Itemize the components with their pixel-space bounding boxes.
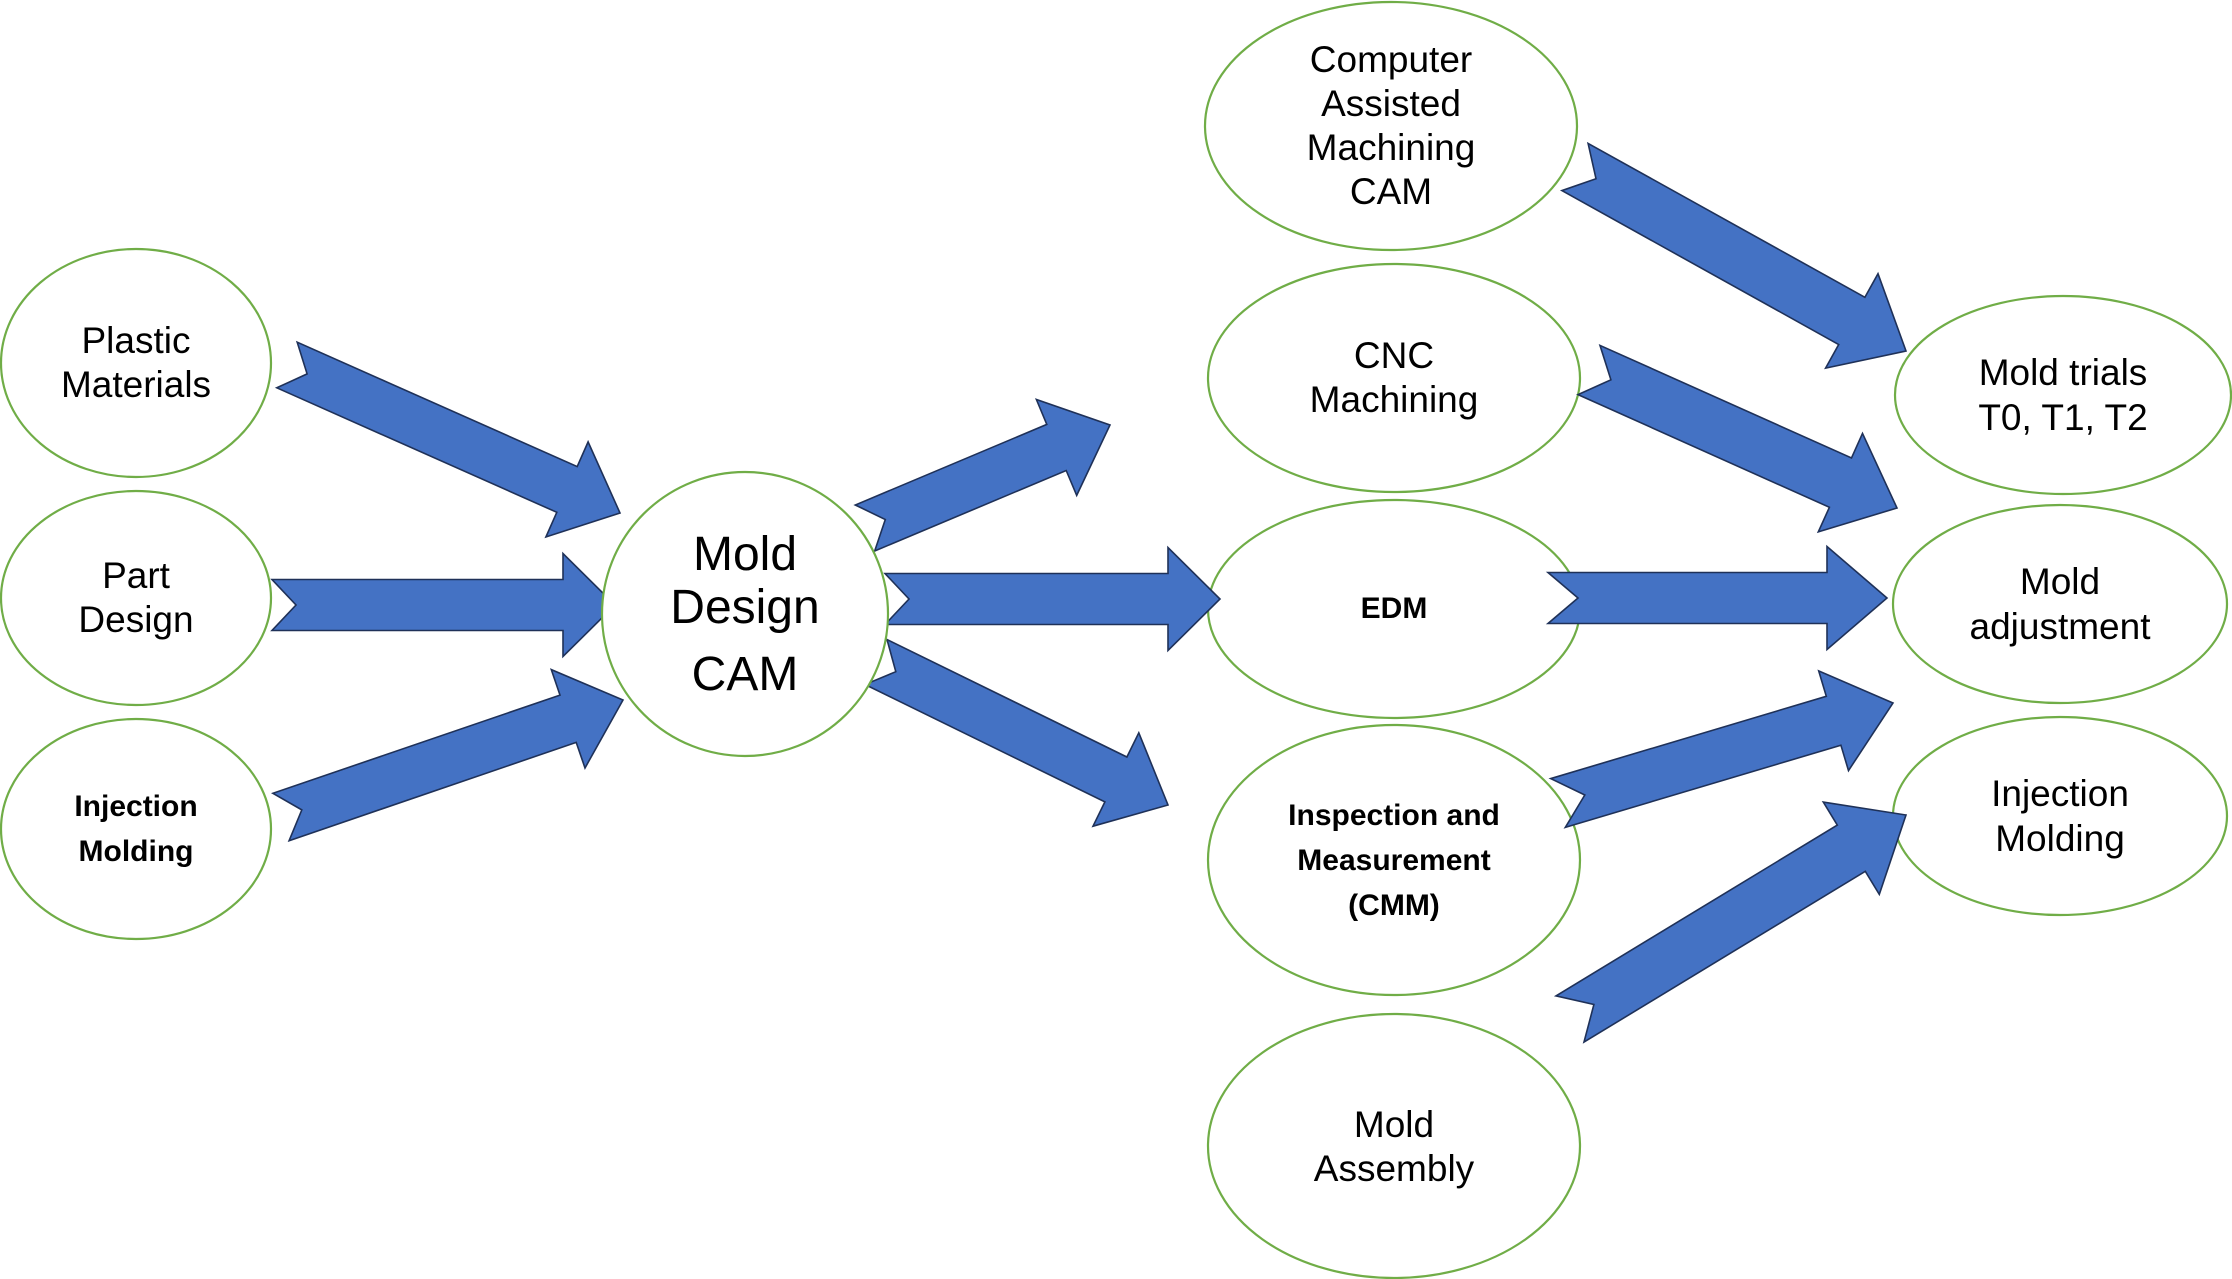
arrow-computer-assisted-machining-to-mold-trials bbox=[1559, 141, 1908, 370]
node-part-design bbox=[0, 489, 273, 707]
arrow-part-design-to-mold-design-cam bbox=[270, 551, 617, 659]
node-mold-trials bbox=[1893, 294, 2232, 496]
node-plastic-materials bbox=[0, 247, 273, 479]
arrow-injection-molding-input-to-mold-design-cam bbox=[270, 668, 625, 843]
arrow-plastic-materials-to-mold-design-cam bbox=[274, 340, 622, 539]
arrow-cnc-machining-to-mold-adjustment bbox=[1576, 343, 1899, 534]
arrow-mold-assembly-to-injection-molding-output bbox=[1553, 801, 1908, 1044]
node-injection-molding-output bbox=[1891, 715, 2229, 917]
arrow-mold-design-cam-to-next bbox=[863, 638, 1170, 828]
node-mold-adjustment bbox=[1891, 503, 2229, 705]
node-computer-assisted-machining bbox=[1203, 0, 1579, 252]
arrow-mold-design-cam-to-next bbox=[853, 398, 1112, 553]
center-layer bbox=[600, 470, 890, 758]
arrow-inspection-measurement-to-injection-molding-output bbox=[1548, 669, 1895, 829]
arrow-mold-design-cam-to-edm bbox=[883, 545, 1222, 653]
node-mold-design-cam bbox=[600, 470, 890, 758]
node-edm bbox=[1206, 498, 1582, 720]
node-cnc-machining bbox=[1206, 262, 1582, 494]
arrow-edm-to-mold-adjustment bbox=[1545, 544, 1889, 652]
node-injection-molding-input bbox=[0, 717, 273, 941]
node-mold-assembly bbox=[1206, 1012, 1582, 1279]
node-inspection-measurement bbox=[1206, 723, 1582, 997]
arrows-layer bbox=[270, 141, 1908, 1044]
